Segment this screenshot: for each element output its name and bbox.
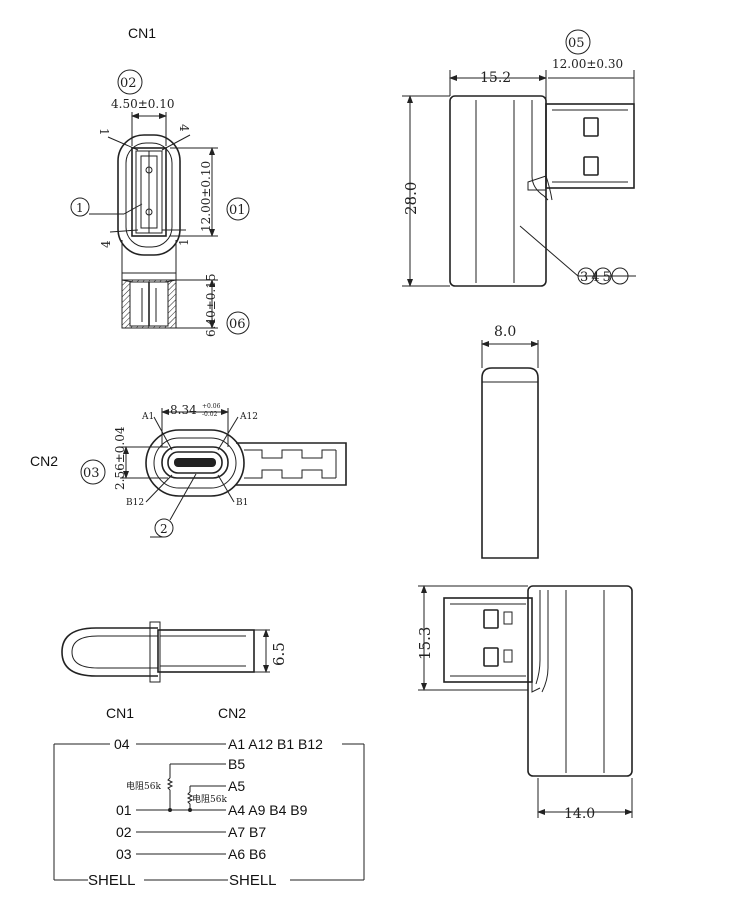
pin-1-top: 1: [97, 128, 111, 136]
cn2-typec-view: [145, 429, 347, 497]
cn1-front-view: [117, 134, 181, 329]
pin-a12: A12: [239, 412, 258, 422]
pin-1-bottom: 1: [177, 238, 191, 246]
schem-04-right: A1 A12 B1 B12: [228, 736, 323, 752]
callout-05: 05: [568, 36, 585, 51]
cn2-title: CN2: [30, 453, 58, 469]
wiring-schematic: CN1 CN2 04 A1 A12 B1 B12 B5 电阻56k A5 电阻5…: [53, 705, 365, 889]
dim-6-5: 6.5: [270, 642, 288, 666]
callout-01: 01: [229, 203, 246, 218]
side-view-bottom: [443, 585, 633, 777]
schematic-header-cn2: CN2: [218, 705, 246, 721]
schem-03-left: 03: [116, 846, 132, 862]
pin-b12: B12: [126, 498, 144, 508]
schem-02-left: 02: [116, 824, 132, 840]
dim-8-0: 8.0: [494, 324, 516, 340]
side-view-top: [449, 95, 635, 287]
dim-8-34-tol-hi: +0.06: [202, 403, 221, 410]
schem-01-right: A4 A9 B4 B9: [228, 802, 308, 818]
callout-circled-2: 2: [160, 522, 168, 536]
schem-a5: A5: [228, 778, 245, 794]
schem-01-left: 01: [116, 802, 132, 818]
schem-res1: 电阻56k: [126, 780, 161, 792]
schem-04-left: 04: [114, 736, 130, 752]
dim-2-56: 2.56±0.04: [113, 426, 127, 490]
schem-02-right: A7 B7: [228, 824, 266, 840]
callout-03: 03: [83, 466, 100, 481]
callout-02: 02: [120, 76, 137, 91]
callout-345: 345: [580, 270, 614, 285]
pin-4-top: 4: [177, 124, 191, 132]
pin-a1: A1: [141, 412, 154, 422]
schem-03-right: A6 B6: [228, 846, 266, 862]
callout-circled-1: 1: [76, 201, 84, 215]
dim-8-34-tol-lo: -0.02: [202, 411, 218, 418]
dim-12-00: 12.00±0.10: [199, 161, 213, 232]
dim-15-2: 15.2: [480, 70, 511, 86]
dim-4-50: 4.50±0.10: [111, 97, 175, 111]
schematic-header-cn1: CN1: [106, 705, 134, 721]
dim-15-3: 15.3: [416, 627, 434, 660]
pin-4-bottom: 4: [99, 240, 113, 248]
schem-shell-right: SHELL: [229, 872, 277, 889]
cn1-title: CN1: [128, 25, 156, 41]
dim-28-0: 28.0: [402, 182, 420, 215]
callout-06: 06: [229, 317, 246, 332]
schem-shell-left: SHELL: [88, 872, 136, 889]
cable-top-view: [61, 621, 255, 683]
side-view-middle: [481, 367, 539, 559]
pin-b1: B1: [236, 498, 248, 508]
schem-res2: 电阻56k: [192, 793, 227, 805]
dim-8-34: 8.34: [170, 403, 197, 417]
dim-14-0: 14.0: [564, 806, 595, 822]
dim-6-40: 6.40±0.15: [204, 274, 218, 338]
schem-b5: B5: [228, 756, 245, 772]
dim-12-00-plug: 12.00±0.30: [552, 57, 623, 71]
